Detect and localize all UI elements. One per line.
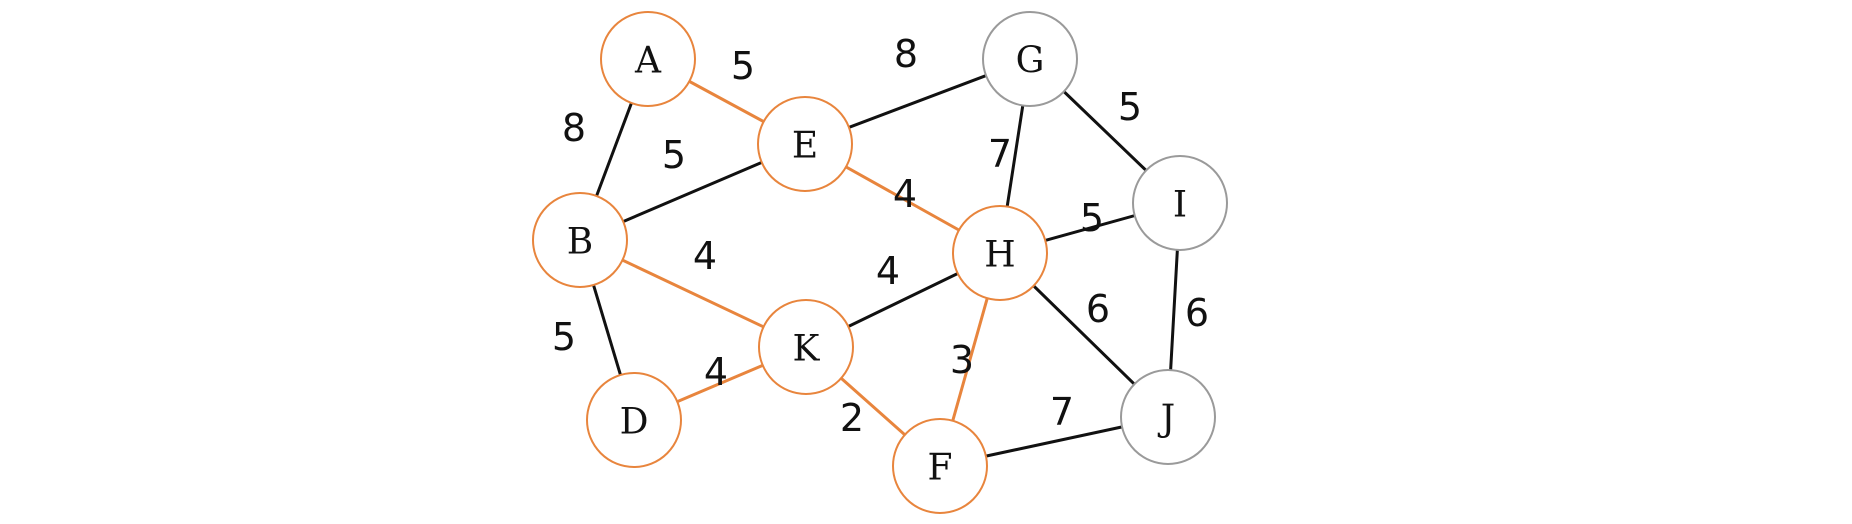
edge-weight-a-b: 8 xyxy=(562,106,586,150)
node-label-j: J xyxy=(1157,399,1175,440)
node-circle-f xyxy=(892,418,988,514)
node-circle-g xyxy=(982,11,1078,107)
node-circle-d xyxy=(586,372,682,468)
node-label-f: F xyxy=(928,448,953,489)
node-circle-j xyxy=(1120,369,1216,465)
node-a: A xyxy=(600,11,696,107)
node-label-g: G xyxy=(1016,41,1045,82)
node-j: J xyxy=(1120,369,1216,465)
edge-weight-b-k: 4 xyxy=(693,234,717,278)
node-f: F xyxy=(892,418,988,514)
node-label-d: D xyxy=(620,402,649,443)
edge-weight-e-h: 4 xyxy=(893,172,917,216)
edge-weight-d-k: 4 xyxy=(704,350,728,394)
edge-weight-i-j: 6 xyxy=(1185,291,1209,335)
node-circle-a xyxy=(600,11,696,107)
node-h: H xyxy=(952,205,1048,301)
nodes-layer: A B D E F G H I J K xyxy=(532,11,1228,514)
node-circle-h xyxy=(952,205,1048,301)
node-label-h: H xyxy=(984,235,1015,276)
node-circle-i xyxy=(1132,155,1228,251)
node-k: K xyxy=(758,299,854,395)
edge-weight-b-d: 5 xyxy=(552,315,576,359)
edge-weight-h-j: 6 xyxy=(1086,287,1110,331)
edge-weight-h-i: 5 xyxy=(1080,196,1104,240)
node-i: I xyxy=(1132,155,1228,251)
edge-weight-b-e: 5 xyxy=(662,133,686,177)
node-circle-e xyxy=(757,96,853,192)
edge-weights-layer: 5 8 8 5 4 5 7 5 4 4 6 6 5 4 3 2 7 xyxy=(552,32,1209,440)
node-label-e: E xyxy=(792,126,818,167)
edge-weight-k-f: 2 xyxy=(840,396,864,440)
node-circle-b xyxy=(532,192,628,288)
edge-weight-g-h: 7 xyxy=(988,132,1012,176)
edge-weight-h-f: 3 xyxy=(950,338,974,382)
edge-weight-f-j: 7 xyxy=(1050,390,1074,434)
node-circle-k xyxy=(758,299,854,395)
node-label-i: I xyxy=(1173,185,1187,226)
edge-weight-g-i: 5 xyxy=(1118,85,1142,129)
edge-weight-a-e: 5 xyxy=(731,44,755,88)
edge-weight-k-h: 4 xyxy=(876,249,900,293)
node-g: G xyxy=(982,11,1078,107)
edge-weight-e-g: 8 xyxy=(894,32,918,76)
node-e: E xyxy=(757,96,853,192)
node-label-a: A xyxy=(634,41,662,82)
node-label-b: B xyxy=(567,222,593,263)
node-d: D xyxy=(586,372,682,468)
node-b: B xyxy=(532,192,628,288)
node-label-k: K xyxy=(793,329,821,370)
